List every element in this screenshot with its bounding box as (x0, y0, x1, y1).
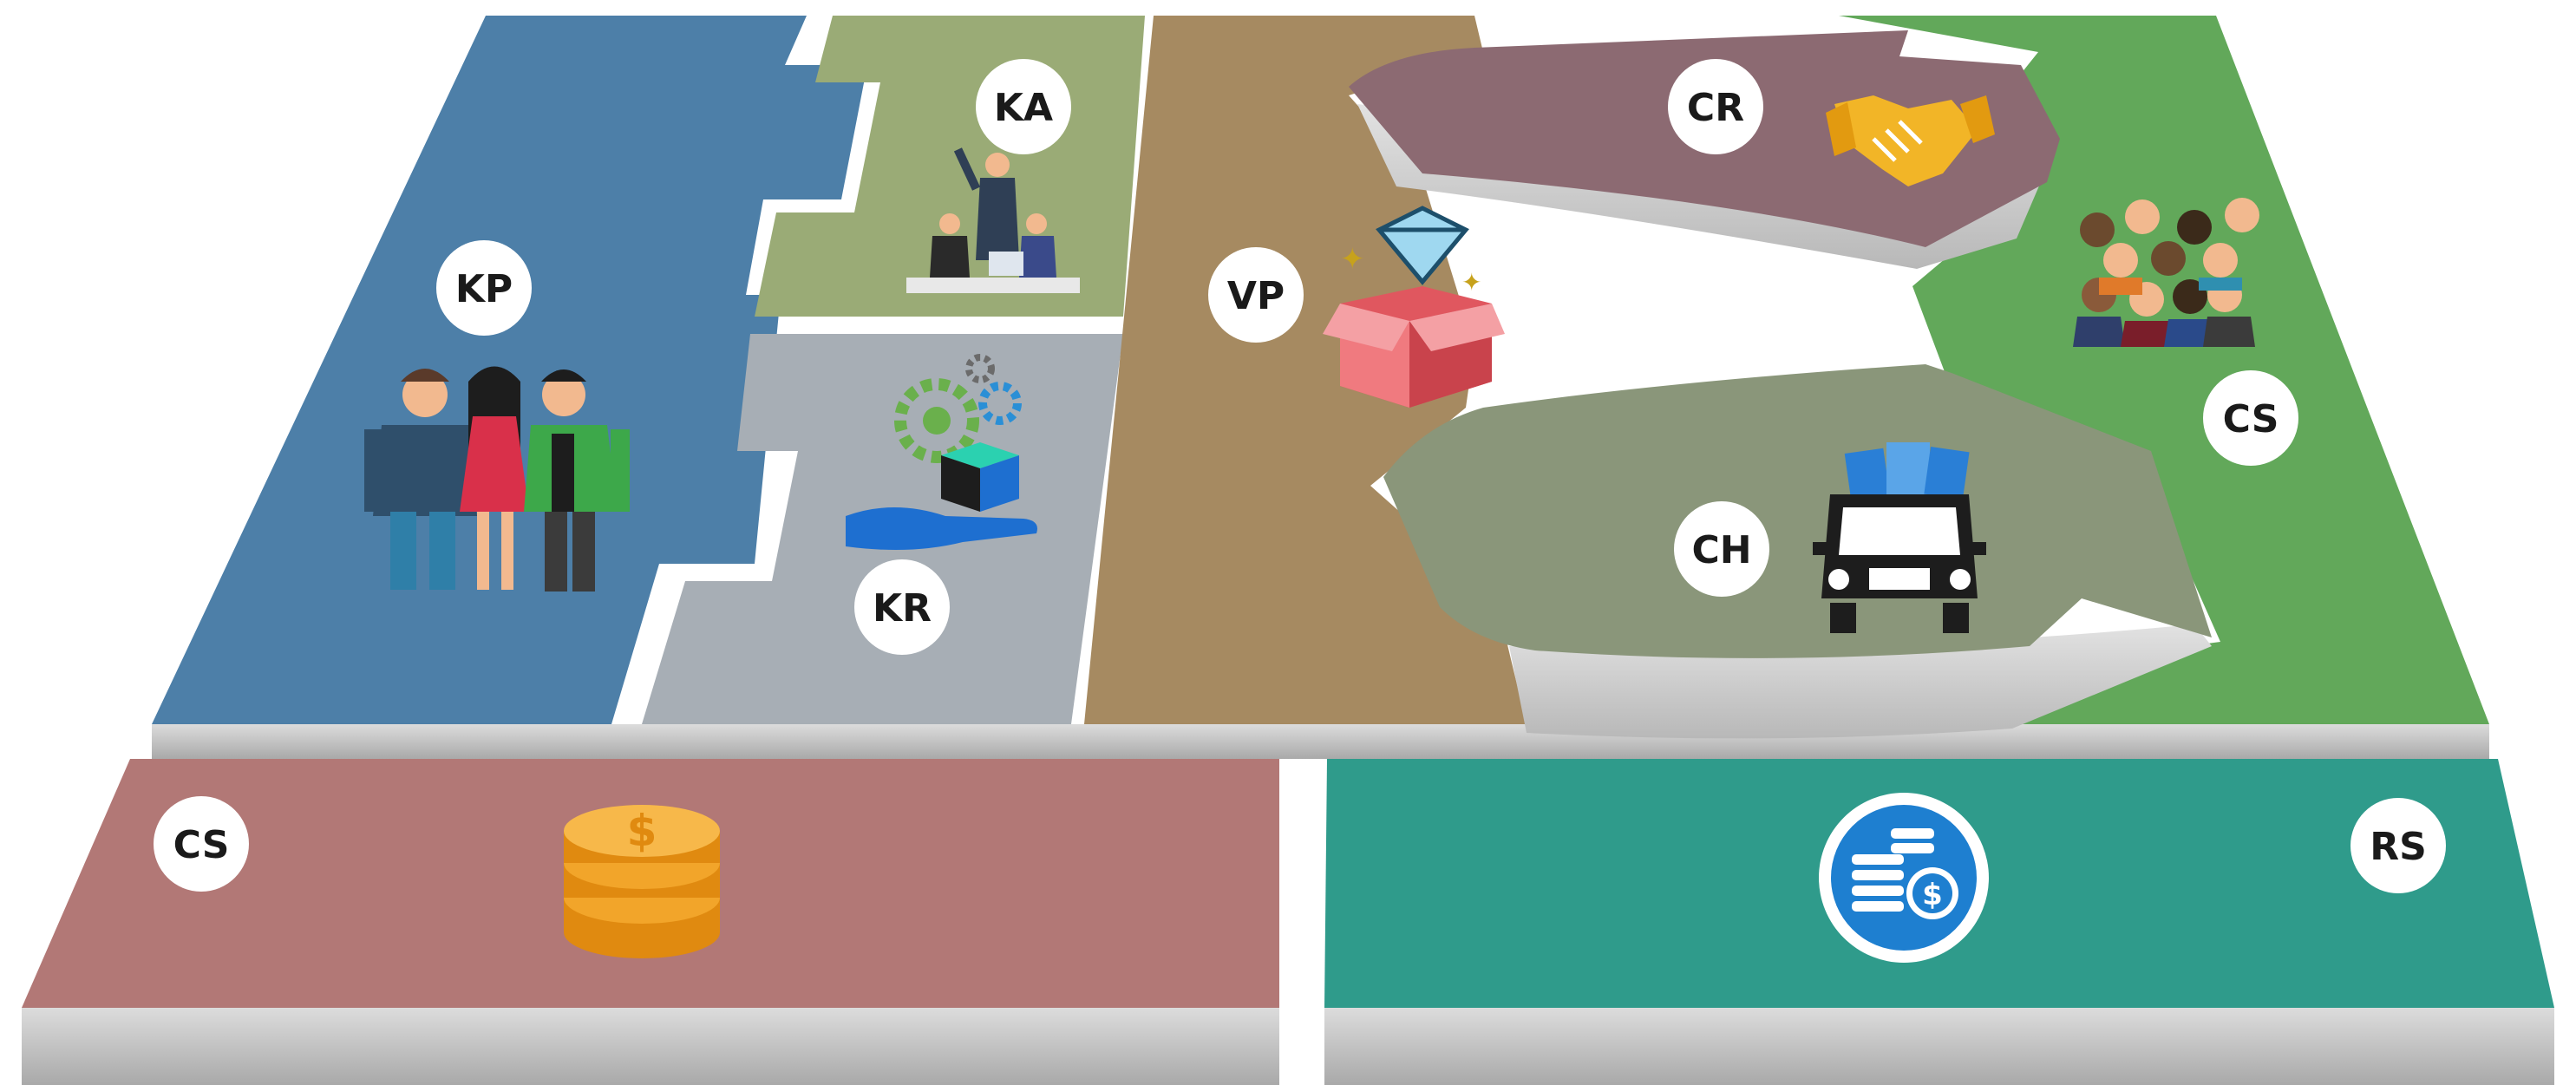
svg-text:$: $ (627, 806, 657, 856)
key-partners-label: KP (455, 267, 513, 311)
cost-structure-label: CS (173, 823, 230, 867)
value-propositions-label: VP (1227, 274, 1285, 318)
revenue-streams-badge: RS (2350, 798, 2446, 893)
customer-relationships-label: CR (1687, 86, 1744, 130)
svg-text:$: $ (1922, 878, 1943, 912)
key-activities-label: KA (994, 86, 1053, 130)
value-propositions-badge: VP (1208, 247, 1304, 343)
upper-base-edge (152, 724, 2489, 759)
svg-text:✦: ✦ (1340, 242, 1365, 277)
key-resources-label: KR (873, 586, 932, 631)
channels-badge: CH (1674, 501, 1769, 597)
coin-stack-icon: $ (564, 805, 720, 958)
cost-structure-badge: CS (154, 796, 249, 892)
cost-structure-base-edge (22, 1008, 1279, 1085)
key-resources-badge: KR (854, 559, 950, 655)
key-partners-badge: KP (436, 240, 532, 336)
key-activities-badge: KA (976, 59, 1071, 154)
revenue-streams-base-edge (1324, 1008, 2554, 1085)
channels-label: CH (1691, 528, 1751, 572)
money-badge-icon: $ (1819, 793, 1989, 963)
customer-segments-badge: CS (2203, 370, 2298, 466)
customer-segments-label: CS (2223, 397, 2279, 441)
customer-relationships-badge: CR (1668, 59, 1763, 154)
revenue-streams-label: RS (2370, 825, 2427, 869)
svg-text:✦: ✦ (1461, 268, 1481, 297)
